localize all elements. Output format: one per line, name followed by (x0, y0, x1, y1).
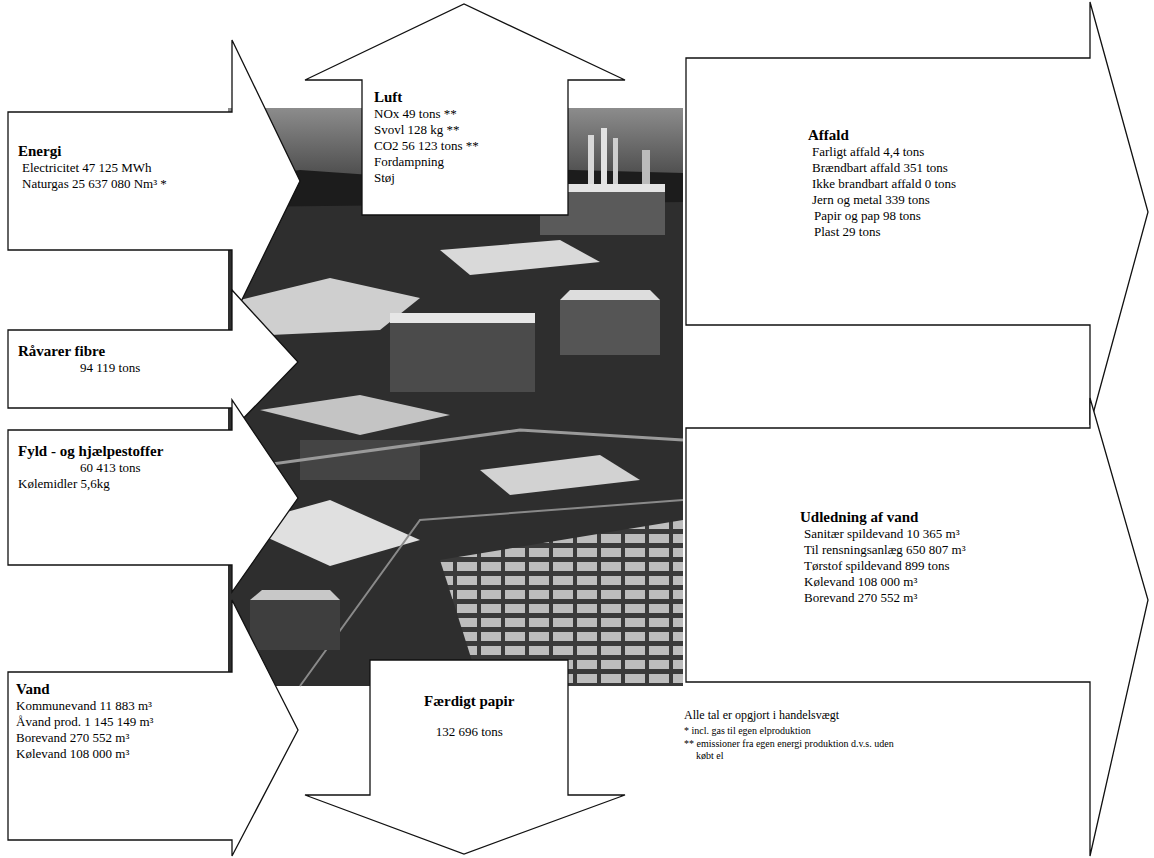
arrow-heading: Luft (374, 88, 479, 106)
arrow-row: Plast 29 tons (808, 224, 956, 240)
arrow-text: EnergiElectricitet 47 125 MWhNaturgas 25… (18, 142, 167, 192)
arrow-shape (686, 398, 1148, 856)
arrow-row: Tørstof spildevand 899 tons (800, 558, 966, 574)
arrow-outline (8, 290, 298, 430)
arrow-row: Ikke brandbart affald 0 tons (808, 176, 956, 192)
arrow-text: Råvarer fibre94 119 tons (18, 342, 140, 376)
snow-roof (260, 395, 450, 435)
arrow-heading: Færdigt papir (424, 692, 514, 710)
arrow-row: Brændbart affald 351 tons (808, 160, 956, 176)
arrow-row: Kølevand 108 000 m³ (800, 574, 966, 590)
arrow-heading: Energi (18, 142, 167, 160)
flow-arrow: AffaldFarligt affald 4,4 tonsBrændbart a… (686, 2, 1148, 425)
flow-arrow: EnergiElectricitet 47 125 MWhNaturgas 25… (8, 40, 300, 320)
arrow-row: Papir og pap 98 tons (808, 208, 956, 224)
road (300, 500, 683, 686)
flow-arrow: Færdigt papir 132 696 tons (305, 660, 625, 854)
arrow-row: Sanitær spildevand 10 365 m³ (800, 526, 966, 542)
arrow-outline (8, 600, 298, 856)
arrow-outline (305, 660, 625, 854)
footnote: ** emissioner fra egen energi produktion… (684, 738, 911, 762)
flow-arrow: Fyld - og hjælpestoffer60 413 tonsKølemi… (8, 400, 298, 592)
arrow-row: 94 119 tons (18, 360, 140, 376)
arrow-row: Kommunevand 11 883 m³ (16, 698, 154, 714)
arrow-row: Borevand 270 552 m³ (800, 590, 966, 606)
footnote: Alle tal er opgjort i handelsvægt (684, 708, 839, 722)
arrow-text: Færdigt papir 132 696 tons (424, 692, 514, 740)
arrow-text: Fyld - og hjælpestoffer60 413 tonsKølemi… (18, 442, 163, 492)
snow-roof (560, 290, 660, 300)
arrow-row: Farligt affald 4,4 tons (808, 144, 956, 160)
arrow-shape (8, 400, 298, 592)
factory-building (560, 300, 660, 355)
arrow-heading: Affald (808, 126, 956, 144)
arrow-row: Fordampning (374, 154, 479, 170)
arrow-heading: Udledning af vand (800, 508, 966, 526)
arrow-row: Jern og metal 339 tons (808, 192, 956, 208)
arrow-heading: Fyld - og hjælpestoffer (18, 442, 163, 460)
arrow-shape (305, 4, 625, 215)
arrow-text: LuftNOx 49 tons **Svovl 128 kg **CO2 56 … (374, 88, 479, 186)
arrow-outline (686, 398, 1148, 856)
arrow-row: NOx 49 tons ** (374, 106, 479, 122)
arrow-row: 60 413 tons (18, 460, 163, 476)
flow-arrow: Udledning af vandSanitær spildevand 10 3… (686, 398, 1148, 856)
arrow-row: Svovl 128 kg ** (374, 122, 479, 138)
arrow-outline (686, 2, 1148, 425)
arrow-row: Borevand 270 552 m³ (16, 730, 154, 746)
arrow-text: VandKommunevand 11 883 m³Åvand prod. 1 1… (16, 680, 154, 762)
arrow-row: Kølevand 108 000 m³ (16, 746, 154, 762)
arrow-heading: Vand (16, 680, 154, 698)
arrow-row: Kølemidler 5,6kg (18, 476, 163, 492)
arrow-heading: Råvarer fibre (18, 342, 140, 360)
snow-roof (390, 313, 535, 323)
arrow-row: CO2 56 123 tons ** (374, 138, 479, 154)
snow-roof (250, 590, 340, 600)
arrow-row: Electricitet 47 125 MWh (18, 160, 167, 176)
arrow-shape (305, 660, 625, 854)
road (228, 430, 683, 470)
arrow-outline (8, 400, 298, 592)
arrow-row: Naturgas 25 637 080 Nm³ * (18, 176, 167, 192)
flow-arrow: LuftNOx 49 tons **Svovl 128 kg **CO2 56 … (305, 4, 625, 215)
factory-building (390, 322, 535, 392)
arrow-row: Støj (374, 170, 479, 186)
flow-arrow: VandKommunevand 11 883 m³Åvand prod. 1 1… (8, 600, 298, 856)
arrow-outline (8, 40, 300, 320)
footnote: * incl. gas til egen elproduktion (684, 725, 811, 737)
snow-roof (480, 455, 640, 495)
arrow-row: Til rensningsanlæg 650 807 m³ (800, 542, 966, 558)
arrow-row: 132 696 tons (424, 724, 514, 740)
arrow-text: AffaldFarligt affald 4,4 tonsBrændbart a… (808, 126, 956, 240)
flow-arrow: Råvarer fibre94 119 tons (8, 290, 298, 430)
factory-building (250, 600, 340, 650)
arrow-shape (8, 290, 298, 430)
arrow-text: Udledning af vandSanitær spildevand 10 3… (800, 508, 966, 606)
arrow-outline (305, 4, 625, 215)
arrow-row: Åvand prod. 1 145 149 m³ (16, 714, 154, 730)
snow-field (440, 240, 600, 275)
